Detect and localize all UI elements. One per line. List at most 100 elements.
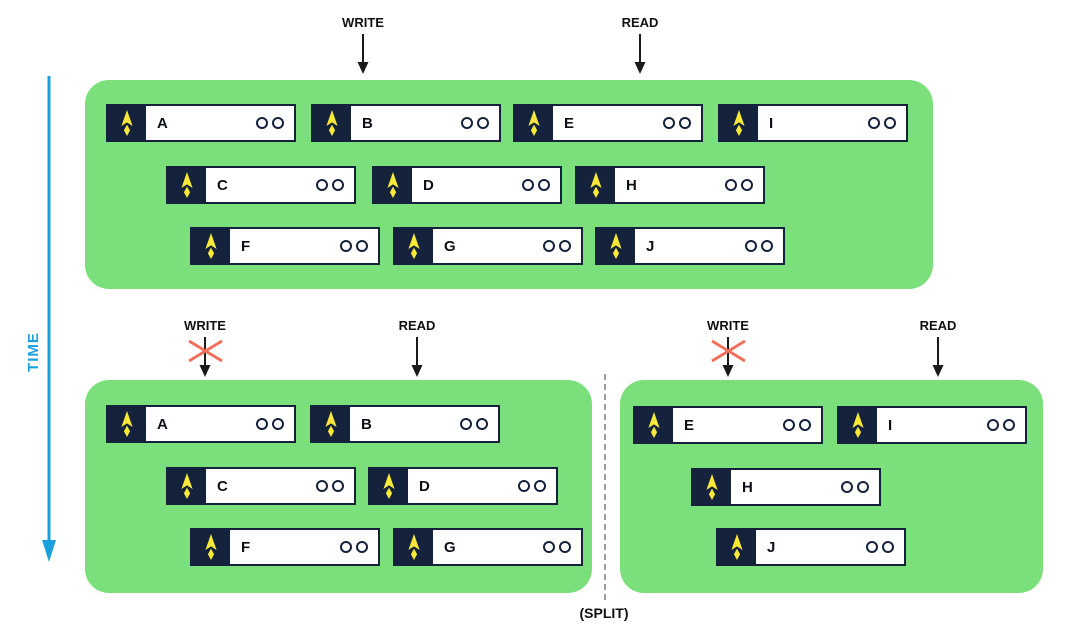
replica-node-c: C	[166, 166, 356, 204]
rocket-icon	[839, 408, 877, 442]
rocket-icon	[192, 530, 230, 564]
replica-label: J	[646, 237, 655, 255]
replica-label: I	[769, 114, 774, 132]
down-arrow-blocked-icon	[155, 336, 255, 377]
down-arrow-icon	[888, 336, 988, 377]
rocket-icon	[168, 469, 206, 503]
read-arrow-bottom-left: READ	[367, 318, 467, 377]
replica-label: A	[157, 415, 168, 433]
rocket-icon	[192, 229, 230, 263]
range-panel-original: A B E I C D H	[85, 80, 933, 289]
rocket-icon	[577, 168, 615, 202]
rocket-icon	[374, 168, 412, 202]
replica-dots-icon	[543, 240, 571, 252]
replica-label: F	[241, 237, 251, 255]
replica-label: E	[564, 114, 575, 132]
replica-node-i: I	[837, 406, 1027, 444]
rocket-icon	[168, 168, 206, 202]
rocket-icon	[693, 470, 731, 504]
arrow-label: WRITE	[707, 318, 749, 333]
rocket-icon	[720, 106, 758, 140]
replica-label: D	[423, 176, 434, 194]
replica-dots-icon	[518, 480, 546, 492]
rocket-icon	[312, 407, 350, 441]
replica-label: J	[767, 538, 776, 556]
replica-label: H	[742, 478, 753, 496]
replica-label: B	[361, 415, 372, 433]
replica-dots-icon	[725, 179, 753, 191]
replica-node-e: E	[513, 104, 703, 142]
replica-label: G	[444, 237, 456, 255]
replica-dots-icon	[340, 240, 368, 252]
read-arrow-bottom-right: READ	[888, 318, 988, 377]
replica-node-f: F	[190, 227, 380, 265]
write-arrow-bottom-right: WRITE	[678, 318, 778, 377]
replica-node-g: G	[393, 227, 583, 265]
replica-dots-icon	[868, 117, 896, 129]
write-arrow-top: WRITE	[313, 15, 413, 74]
rocket-icon	[718, 530, 756, 564]
rocket-icon	[313, 106, 351, 140]
replica-label: C	[217, 176, 228, 194]
replica-node-d: D	[368, 467, 558, 505]
replica-dots-icon	[460, 418, 488, 430]
replica-label: F	[241, 538, 251, 556]
replica-node-j: J	[595, 227, 785, 265]
arrow-label: WRITE	[184, 318, 226, 333]
replica-node-c: C	[166, 467, 356, 505]
replica-dots-icon	[316, 480, 344, 492]
replica-dots-icon	[745, 240, 773, 252]
arrow-label: WRITE	[342, 15, 384, 30]
replica-node-a: A	[106, 405, 296, 443]
replica-dots-icon	[841, 481, 869, 493]
rocket-icon	[370, 469, 408, 503]
down-arrow-icon	[313, 33, 413, 74]
range-panel-bottom-left: A B C D F G	[85, 380, 592, 593]
replica-dots-icon	[461, 117, 489, 129]
replica-node-a: A	[106, 104, 296, 142]
split-label: (SPLIT)	[579, 605, 629, 621]
replica-node-e: E	[633, 406, 823, 444]
replica-dots-icon	[256, 418, 284, 430]
replica-dots-icon	[340, 541, 368, 553]
rocket-icon	[597, 229, 635, 263]
down-arrow-icon	[590, 33, 690, 74]
range-panel-bottom-right: E I H J	[620, 380, 1043, 593]
replica-label: E	[684, 416, 695, 434]
replica-label: G	[444, 538, 456, 556]
down-arrow-blocked-icon	[678, 336, 778, 377]
arrow-label: READ	[398, 318, 436, 333]
replica-dots-icon	[256, 117, 284, 129]
replica-node-b: B	[311, 104, 501, 142]
replica-dots-icon	[543, 541, 571, 553]
rocket-icon	[395, 229, 433, 263]
replica-dots-icon	[316, 179, 344, 191]
rocket-icon	[635, 408, 673, 442]
replica-node-f: F	[190, 528, 380, 566]
replica-label: A	[157, 114, 168, 132]
arrow-label: READ	[919, 318, 957, 333]
rocket-icon	[515, 106, 553, 140]
replica-dots-icon	[866, 541, 894, 553]
replica-dots-icon	[522, 179, 550, 191]
replica-label: D	[419, 477, 430, 495]
replica-node-b: B	[310, 405, 500, 443]
rocket-icon	[395, 530, 433, 564]
time-axis-label: TIME	[25, 332, 42, 372]
replica-node-h: H	[575, 166, 765, 204]
replica-node-d: D	[372, 166, 562, 204]
replica-label: C	[217, 477, 228, 495]
split-divider-line	[604, 374, 606, 600]
rocket-icon	[108, 106, 146, 140]
replica-dots-icon	[663, 117, 691, 129]
replica-dots-icon	[987, 419, 1015, 431]
replica-node-h: H	[691, 468, 881, 506]
replica-label: H	[626, 176, 637, 194]
arrow-label: READ	[621, 15, 659, 30]
write-arrow-bottom-left: WRITE	[155, 318, 255, 377]
replica-label: I	[888, 416, 893, 434]
replica-node-i: I	[718, 104, 908, 142]
rocket-icon	[108, 407, 146, 441]
time-arrow-icon	[42, 76, 56, 562]
